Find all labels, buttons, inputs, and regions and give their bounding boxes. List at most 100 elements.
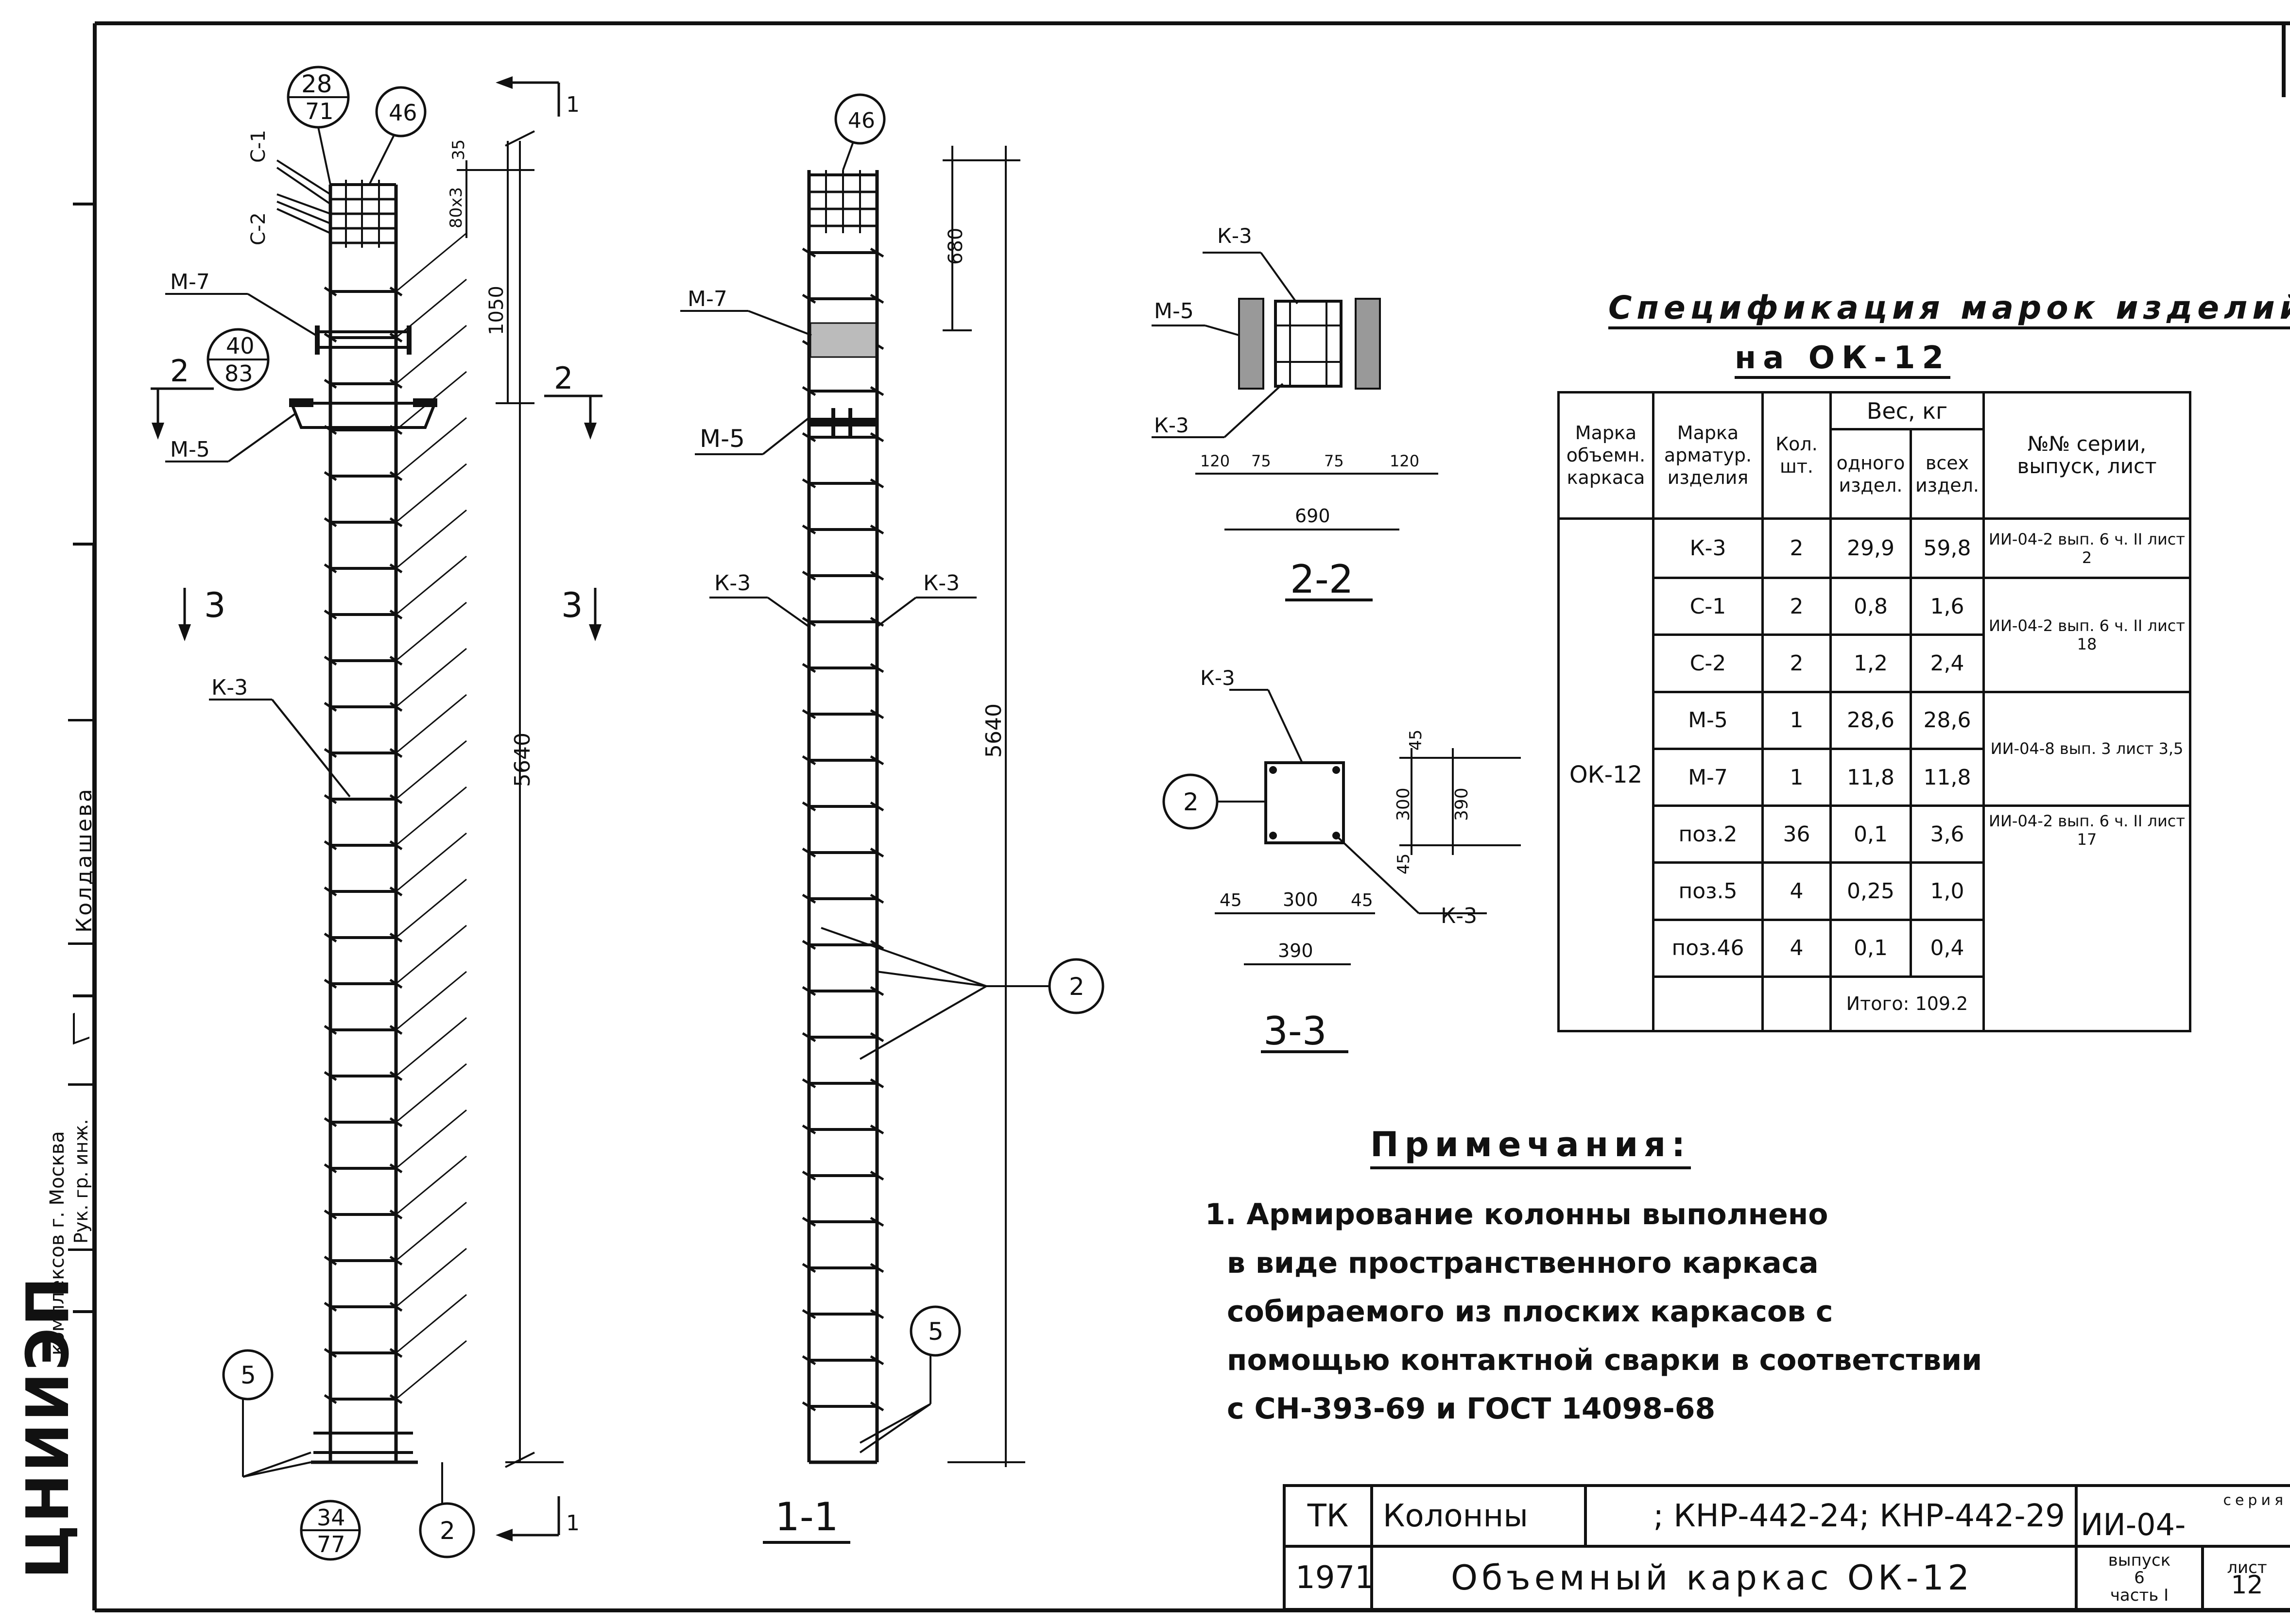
cell-one: 11,8 — [1829, 747, 1912, 807]
label-c2: С-2 — [247, 212, 270, 245]
cell-mark: С-1 — [1652, 577, 1764, 636]
table-row: поз.2 36 0,1 3,6 ИИ-04-2 вып. 6 ч. II ли… — [1559, 804, 2192, 1032]
stirrup-tick — [324, 701, 337, 712]
stirrup-leader — [396, 1248, 467, 1308]
cell-all: 11,8 — [1909, 747, 1985, 807]
stirrup-leader — [396, 232, 467, 292]
cell-mark: поз.5 — [1652, 861, 1764, 921]
stirrup-tick — [324, 1163, 337, 1174]
spec-subtitle: на ОК-12 — [1735, 340, 1951, 379]
stamp-line — [68, 942, 95, 945]
stirrup-tick — [870, 570, 884, 581]
label-33-k3-top: К-3 — [1200, 666, 1235, 690]
stirrup-leader — [396, 786, 467, 846]
stirrup-tick — [870, 1032, 884, 1043]
stirrup-tick — [870, 940, 884, 950]
table-row: С-1 2 0,8 1,6 ИИ-04-2 вып. 6 ч. II лист … — [1559, 577, 2192, 693]
stirrup-leader — [396, 832, 467, 892]
cell-one: 0,1 — [1829, 918, 1912, 978]
m5-bracket — [289, 402, 437, 429]
table-row: М-7 1 11,8 11,8 — [1559, 747, 2190, 807]
cell-all: 28,6 — [1909, 690, 1985, 750]
header-series: №№ серии, выпуск, лист — [1982, 391, 2192, 520]
label-2-left: 2 — [440, 1517, 455, 1545]
table-row: М-5 1 28,6 28,6 ИИ-04-8 вып. 3 лист 3,5 — [1559, 690, 2192, 807]
table-row: С-2 2 1,2 2,4 — [1559, 633, 2190, 693]
stirrup-leader — [396, 1294, 467, 1354]
cell-mark: С-2 — [1652, 633, 1764, 693]
stirrup-leader — [396, 417, 467, 477]
label-cut-3-left: 3 — [204, 585, 226, 625]
label-k3-right-a: К-3 — [714, 571, 751, 596]
stirrup-tick — [324, 517, 337, 528]
dim-22-75b: 75 — [1324, 452, 1344, 470]
callout-34: 34 — [317, 1504, 345, 1531]
stirrup-tick — [870, 755, 884, 766]
note-line: собираемого из плоских каркасов с — [1227, 1295, 1833, 1329]
callout-77: 77 — [317, 1531, 345, 1557]
label-2-2: 2-2 — [1290, 557, 1354, 602]
stirrup-tick — [870, 1124, 884, 1135]
stirrup-tick — [802, 755, 816, 766]
callout-28-71 — [287, 66, 350, 185]
top-mesh — [330, 180, 396, 248]
stirrup-leader — [396, 924, 467, 985]
stirrup-tick — [870, 1309, 884, 1319]
callout-5-left — [222, 1349, 311, 1478]
stirrup-leader — [396, 1017, 467, 1077]
stirrup-tick — [324, 932, 337, 943]
cell-one: 0,1 — [1829, 804, 1912, 864]
stirrup-tick — [870, 1170, 884, 1181]
note-line: с СН-393-69 и ГОСТ 14098-68 — [1227, 1392, 1716, 1426]
dim-22-75a: 75 — [1251, 452, 1271, 470]
cell-one: 1,2 — [1829, 633, 1912, 693]
label-2-right: 2 — [1069, 973, 1085, 1001]
stirrup-tick — [324, 378, 337, 389]
label-cut-1-bot: 1 — [566, 1511, 580, 1536]
stirrups-left — [324, 286, 403, 1404]
m7-hatch — [809, 322, 877, 358]
cell-series-ref: ИИ-04-2 вып. 6 ч. II лист 17 — [1982, 804, 2192, 1032]
spec-title: Спецификация марок изделий — [1608, 289, 2290, 329]
title-series: серия ИИ-04- — [2075, 1484, 2290, 1548]
part-value: I — [2164, 1586, 2169, 1605]
dimension-lines-left — [457, 130, 564, 1468]
stirrup-tick — [802, 1309, 816, 1319]
cell-mark: поз.2 — [1652, 804, 1764, 864]
table-row-total: Итого: 109.2 — [1559, 975, 2190, 1033]
stamp-line — [68, 719, 95, 721]
dim-33-45b: 45 — [1351, 890, 1373, 910]
stamp-role: Рук. гр. инж. — [70, 1119, 92, 1244]
stirrup-tick — [870, 1355, 884, 1366]
dim-33-v300: 300 — [1394, 787, 1413, 821]
cell-qty: 4 — [1761, 861, 1832, 921]
stirrup-tick — [870, 847, 884, 858]
stirrup-tick — [870, 386, 884, 396]
cell-all: 1,0 — [1909, 861, 1985, 921]
stirrup-leaders — [396, 232, 467, 1400]
cell-all: 3,6 — [1909, 804, 1985, 864]
title-tk: ТК — [1283, 1484, 1373, 1548]
stirrup-tick — [870, 1263, 884, 1273]
signature-mark — [73, 1007, 89, 1045]
stirrup-tick — [324, 332, 337, 343]
cell-all: 2,4 — [1909, 633, 1985, 693]
header-weight: Вес, кг — [1829, 391, 1985, 431]
stamp-org-sub: комплексов г. Москва — [46, 1131, 69, 1355]
stirrup-tick — [802, 478, 816, 489]
series-label: серия — [2223, 1491, 2287, 1509]
stirrup-tick — [802, 1124, 816, 1135]
drawing-labels: 28 71 46 С-1 С-2 М-7 40 83 2 М-5 3 3 2 1… — [170, 70, 1477, 1557]
section-2-2 — [1152, 252, 1438, 601]
cell-qty: 36 — [1761, 804, 1832, 864]
stirrup-tick — [802, 940, 816, 950]
section-3-arrows — [178, 588, 602, 641]
dim-22-120a: 120 — [1200, 452, 1230, 470]
cell-qty: 4 — [1761, 918, 1832, 978]
stirrup-tick — [802, 663, 816, 673]
stirrup-tick — [870, 478, 884, 489]
stirrup-tick — [802, 1401, 816, 1412]
title-columns: Колонны — [1370, 1484, 1587, 1548]
label-33-pos2: 2 — [1183, 788, 1199, 816]
